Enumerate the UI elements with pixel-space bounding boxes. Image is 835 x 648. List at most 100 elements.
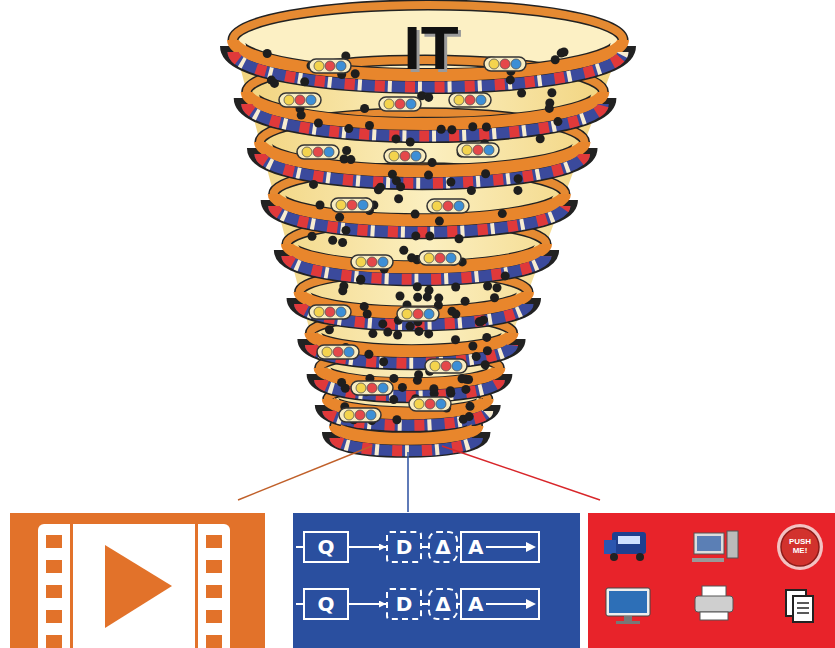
- particle-dot: [368, 329, 377, 338]
- input-stub: [296, 546, 303, 548]
- particle-dot: [392, 176, 401, 185]
- particle-dot: [517, 89, 526, 98]
- particle-dot: [365, 121, 374, 130]
- particle-dot: [428, 158, 437, 167]
- capsule-bead: [324, 147, 334, 157]
- capsule-bead: [322, 347, 332, 357]
- capsule-bead: [336, 61, 346, 71]
- capsule-body: [409, 397, 451, 411]
- particle-dot: [398, 383, 407, 392]
- process-box: Q: [303, 588, 349, 620]
- particle-dot: [498, 209, 507, 218]
- capsule-bead: [367, 257, 377, 267]
- capsule-icon: [397, 307, 439, 321]
- ribbon-stripe-cream: [300, 304, 528, 325]
- capsule-bead: [358, 200, 368, 210]
- particle-dot: [429, 384, 438, 393]
- capsule-body: [457, 143, 499, 157]
- capsule-body: [297, 145, 339, 159]
- particle-dot: [482, 123, 491, 132]
- capsule-body: [419, 251, 461, 265]
- process-box: A: [460, 588, 540, 620]
- particle-dot: [424, 171, 433, 180]
- play-triangle: [105, 545, 172, 628]
- particle-dot: [415, 327, 424, 336]
- computer-monitor: [694, 533, 724, 554]
- box-label: D: [396, 594, 413, 614]
- capsule-body: [279, 93, 321, 107]
- particle-dot: [536, 134, 545, 143]
- capsule-bead: [424, 253, 434, 263]
- particle-dot: [297, 111, 306, 120]
- film-hole: [206, 535, 222, 548]
- capsule-bead: [378, 383, 388, 393]
- particle-dot: [545, 104, 554, 113]
- film-frame: [38, 524, 230, 648]
- funnel-title: IT: [403, 14, 458, 82]
- particle-dot: [461, 385, 470, 394]
- particle-dot: [447, 125, 456, 134]
- leader-line: [442, 446, 600, 500]
- capsule-bead: [325, 61, 335, 71]
- capsule-bead: [284, 95, 294, 105]
- particle-dot: [461, 297, 470, 306]
- ribbon-stripe-blue: [247, 104, 604, 136]
- particle-dot: [376, 183, 385, 192]
- particle-dot: [342, 146, 351, 155]
- ribbon-stripe-red: [247, 104, 604, 136]
- ribbon-stripe-red: [320, 380, 500, 396]
- box-label: A: [468, 537, 483, 557]
- capsule-body: [484, 57, 526, 71]
- capsule-body: [317, 345, 359, 359]
- capsule-bead: [432, 201, 442, 211]
- capsule-bead: [313, 147, 323, 157]
- ribbon-stripe-blue: [300, 304, 528, 325]
- output-arrowhead: [526, 599, 536, 609]
- particle-dot: [547, 88, 556, 97]
- process-box: Δ: [428, 588, 458, 620]
- ribbon-stripe-blue: [310, 345, 512, 363]
- capsule-bead: [441, 361, 451, 371]
- process-box: D: [386, 588, 422, 620]
- capsule-body: [384, 149, 426, 163]
- capsule-icon: [317, 345, 359, 359]
- process-panel: [293, 513, 580, 648]
- capsule-bead: [378, 257, 388, 267]
- particle-dot: [342, 226, 351, 235]
- particle-dot: [468, 122, 477, 131]
- capsule-bead: [400, 151, 410, 161]
- capsule-bead: [402, 309, 412, 319]
- particle-dot: [308, 232, 317, 241]
- button-ring: [777, 524, 823, 570]
- capsule-bead: [473, 145, 483, 155]
- particle-dot: [551, 55, 560, 64]
- ribbon-stripe-blue: [320, 380, 500, 396]
- capsule-bead: [314, 61, 324, 71]
- fax-front: [604, 540, 616, 554]
- capsule-icon: [351, 255, 393, 269]
- capsule-icon: [339, 408, 381, 422]
- capsule-body: [449, 93, 491, 107]
- capsule-bead: [314, 307, 324, 317]
- particle-dot: [423, 292, 432, 301]
- capsule-icon: [351, 381, 393, 395]
- capsule-icon: [331, 198, 373, 212]
- capsule-bead: [465, 95, 475, 105]
- particle-dot: [472, 352, 481, 361]
- particle-dot: [425, 232, 434, 241]
- capsule-bead: [302, 147, 312, 157]
- capsule-body: [397, 307, 439, 321]
- ribbon-stripe-cream: [328, 411, 488, 425]
- film-hole: [206, 585, 222, 598]
- input-stub: [296, 603, 303, 605]
- monitor-base: [616, 621, 640, 624]
- capsule-icon: [297, 145, 339, 159]
- particle-dot: [392, 134, 401, 143]
- particle-dot: [414, 370, 423, 379]
- capsule-icon: [384, 149, 426, 163]
- capsule-icon: [484, 57, 526, 71]
- particle-dot: [513, 186, 522, 195]
